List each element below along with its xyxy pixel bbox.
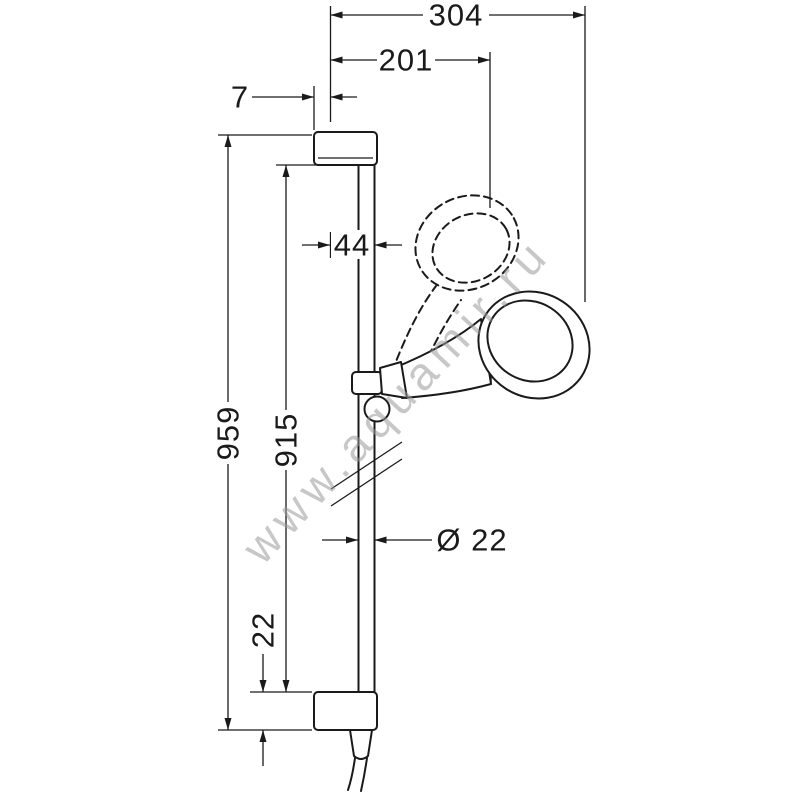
dim-overall-width-label: 304 — [429, 0, 484, 33]
dim-rail-diameter-label: Ø 22 — [436, 523, 507, 558]
dim-rail-offset-label: 44 — [334, 228, 370, 263]
dim-wall-gap-label: 7 — [231, 80, 249, 115]
holder-knob — [363, 395, 391, 423]
dim-head-offset-label: 201 — [379, 43, 434, 78]
holder-cup — [379, 361, 408, 399]
dim-bottom-offset — [259, 652, 267, 766]
hose-connection — [347, 729, 373, 792]
hand-shower-dashed-position — [391, 194, 520, 393]
rail-break-mark — [330, 458, 403, 507]
extension-lines — [218, 6, 586, 731]
dim-wall-gap — [252, 93, 357, 101]
dim-rail-diameter — [322, 536, 432, 544]
rail-break-mark — [330, 441, 403, 490]
slider-holder — [351, 361, 408, 423]
label-halos — [212, 1, 489, 654]
dim-bottom-offset-label: 22 — [246, 612, 281, 648]
watermark-text: www.aquamir.ru — [231, 227, 560, 574]
bottom-bracket — [313, 691, 378, 731]
dim-rail-offset — [302, 241, 402, 249]
hand-shower — [393, 290, 591, 400]
top-bracket — [313, 131, 378, 166]
dim-hole-spacing-label: 915 — [269, 413, 304, 468]
dim-overall-height-label: 959 — [211, 406, 246, 461]
